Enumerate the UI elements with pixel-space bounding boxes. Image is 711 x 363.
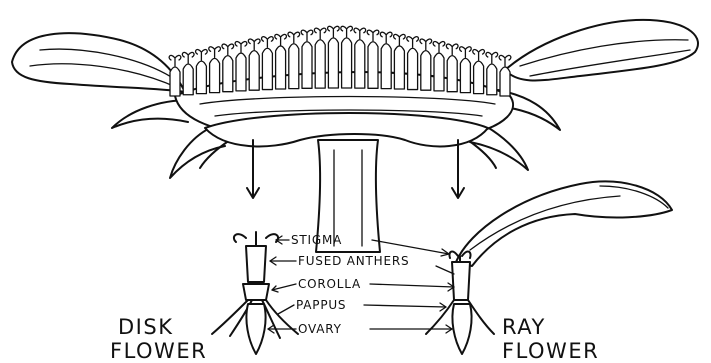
disk-floret-stigma bbox=[354, 28, 366, 39]
disk-floret bbox=[381, 44, 391, 89]
disk-floret bbox=[249, 51, 259, 91]
disk-floret-stigma bbox=[222, 44, 234, 55]
label-ovary: OVARY bbox=[298, 322, 342, 336]
disk-flower-title-line1: DISK bbox=[118, 315, 173, 339]
ray-flower-title-line1: RAY bbox=[502, 315, 546, 339]
label-corolla: COROLLA bbox=[298, 277, 361, 291]
disk-floret bbox=[368, 42, 378, 89]
disk-floret bbox=[262, 48, 272, 89]
disk-floret-stigma bbox=[235, 41, 247, 52]
ray-flower-title-line2: FLOWER bbox=[502, 339, 599, 363]
disk-floret-stigma bbox=[248, 39, 260, 50]
disk-floret-stigma bbox=[341, 26, 353, 37]
disk-floret-stigma bbox=[446, 44, 458, 55]
disk-floret bbox=[302, 42, 312, 89]
right-ray-petal bbox=[505, 20, 698, 81]
disk-floret bbox=[500, 67, 510, 96]
disk-floret-stigma bbox=[486, 52, 498, 63]
disk-floret-stigma bbox=[367, 30, 379, 41]
disk-floret bbox=[223, 56, 233, 92]
disk-floret-stigma bbox=[209, 47, 221, 58]
disk-floret-stigma bbox=[460, 47, 472, 58]
disk-floret-stigma bbox=[328, 26, 340, 37]
disk-floret bbox=[342, 38, 352, 88]
label-pappus: PAPPUS bbox=[296, 298, 346, 312]
disk-floret bbox=[421, 51, 431, 91]
disk-floret bbox=[328, 38, 338, 88]
left-ray-petal bbox=[12, 33, 185, 92]
disk-floret-stigma bbox=[433, 41, 445, 52]
disk-floret bbox=[487, 64, 497, 95]
disk-floret bbox=[276, 46, 286, 89]
disk-floret-stigma bbox=[473, 50, 485, 61]
label-fused-anthers: FUSED ANTHERS bbox=[298, 254, 409, 268]
disk-floret bbox=[196, 61, 206, 94]
disk-floret-stigma bbox=[380, 32, 392, 43]
disk-floret-stigma bbox=[499, 55, 511, 66]
disk-floret-stigma bbox=[314, 28, 326, 39]
disk-floret bbox=[460, 58, 470, 92]
disk-floret bbox=[236, 53, 246, 91]
disk-floret-stigma bbox=[275, 34, 287, 45]
disk-flower-illustration bbox=[212, 232, 298, 354]
disk-floret-stigma bbox=[288, 32, 300, 43]
ray-flower-illustration bbox=[426, 182, 672, 354]
disk-floret bbox=[289, 44, 299, 89]
disk-floret-stigma bbox=[407, 37, 419, 48]
disk-floret bbox=[183, 64, 193, 95]
disk-floret-stigma bbox=[420, 39, 432, 50]
disk-floret bbox=[394, 46, 404, 89]
disk-floret-stigma bbox=[196, 50, 208, 61]
disk-floret-stigma bbox=[182, 52, 194, 63]
disk-floret-stigma bbox=[301, 30, 313, 41]
disk-floret bbox=[355, 40, 365, 88]
disk-floret-stigma bbox=[169, 55, 181, 66]
disk-floret-stigma bbox=[262, 37, 274, 48]
disk-floret bbox=[315, 40, 325, 88]
disk-floret bbox=[474, 61, 484, 94]
disk-floret-stigma bbox=[394, 34, 406, 45]
label-stigma: STIGMA bbox=[291, 233, 342, 247]
disk-floret bbox=[408, 48, 418, 89]
disk-floret bbox=[447, 56, 457, 92]
disk-floret bbox=[434, 53, 444, 91]
disk-flower-title-line2: FLOWER bbox=[110, 339, 207, 363]
disk-floret bbox=[210, 58, 220, 92]
disk-floret bbox=[170, 67, 180, 96]
